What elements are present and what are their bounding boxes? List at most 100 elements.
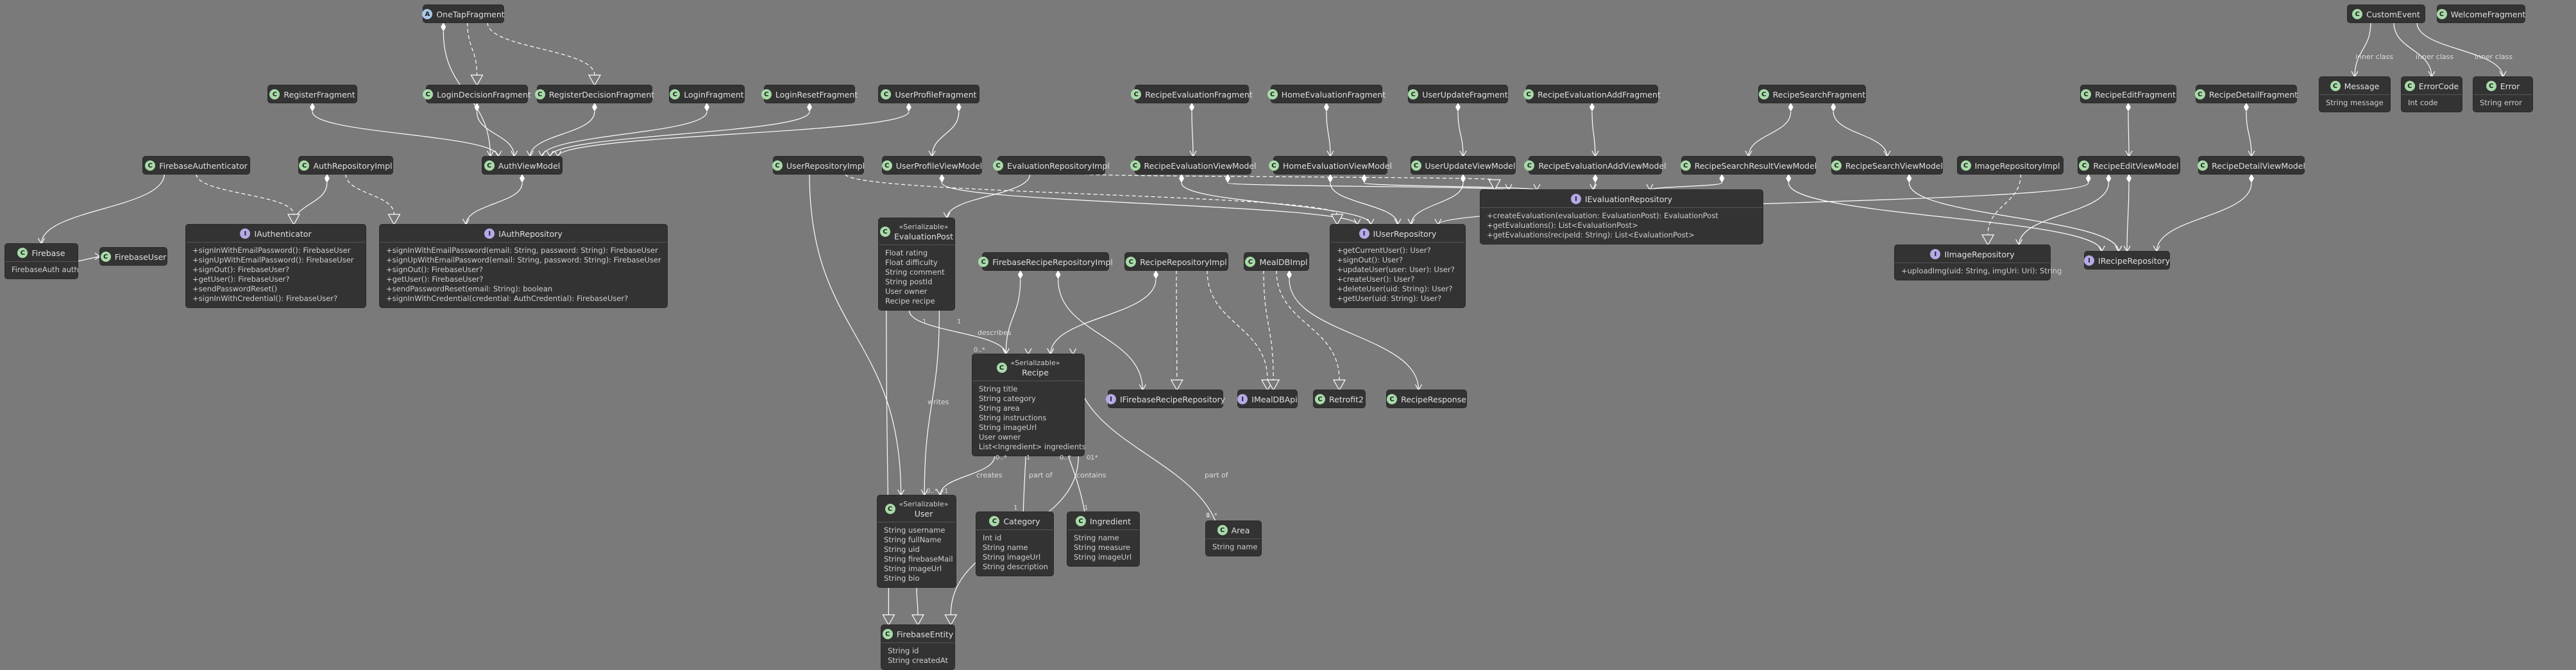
composition-diamond: [939, 174, 945, 183]
node-name: WelcomeFragment: [2450, 9, 2526, 19]
edge: [924, 309, 940, 496]
class-badge-icon: C: [17, 248, 28, 258]
edge: [2019, 182, 2109, 246]
multiplicity: 1: [1084, 504, 1089, 511]
edge: [2128, 111, 2130, 157]
generalization-arrow: [1332, 379, 1346, 391]
edge: [467, 22, 478, 76]
member-list: String name String measure String imageU…: [1067, 529, 1139, 566]
interface-badge-icon: I: [484, 228, 495, 239]
node-user[interactable]: C«Serializable»User String username Stri…: [877, 495, 956, 587]
node-name: EvaluationRepositoryImpl: [1007, 160, 1110, 171]
node-name: ImageRepositoryImpl: [1974, 160, 2060, 171]
edge: [1083, 173, 1495, 180]
node-evaluation-post[interactable]: C«Serializable»EvaluationPost Float rati…: [879, 218, 954, 310]
node-recipe[interactable]: C«Serializable»Recipe String title Strin…: [972, 354, 1086, 456]
node-name: LoginFragment: [684, 89, 744, 99]
interface-badge-icon: I: [240, 228, 251, 239]
edge: [487, 22, 595, 76]
node-name: AuthViewModel: [498, 160, 561, 171]
member: +signOut(): FirebaseUser?: [386, 265, 484, 274]
stereotype: «Serializable»: [899, 500, 949, 508]
generalization-arrow: [470, 74, 484, 87]
edge: [293, 182, 328, 225]
edge: [941, 182, 1358, 225]
member: FirebaseAuth auth: [12, 265, 79, 274]
edge: [2156, 182, 2252, 252]
member: +sendPasswordReset(email: String): boole…: [386, 284, 553, 293]
edge: [312, 111, 499, 157]
generalization-arrow: [882, 614, 895, 626]
edge-label-inner-class: inner class: [2475, 53, 2513, 61]
node-name: IMealDBApi: [1251, 394, 1298, 404]
class-badge-icon: C: [2198, 160, 2208, 171]
member: +getEvaluations(): List<EvaluationPost>: [1487, 221, 1638, 230]
composition-diamond: [474, 103, 480, 112]
member: String area: [979, 404, 1020, 413]
node-name: FirebaseRecipeRepositoryImpl: [992, 257, 1113, 267]
edge: [946, 173, 1031, 219]
node-name: RecipeEvaluationViewModel: [1144, 160, 1257, 171]
member: String message: [2326, 98, 2384, 107]
edge: [1276, 270, 1340, 381]
class-badge-icon: C: [1245, 257, 1256, 267]
member: String instructions: [979, 413, 1047, 422]
member-list: +uploadImg(uid: String, imgUri: Uri): St…: [1895, 262, 2062, 280]
edge-label-inner-class: inner class: [2416, 53, 2454, 61]
